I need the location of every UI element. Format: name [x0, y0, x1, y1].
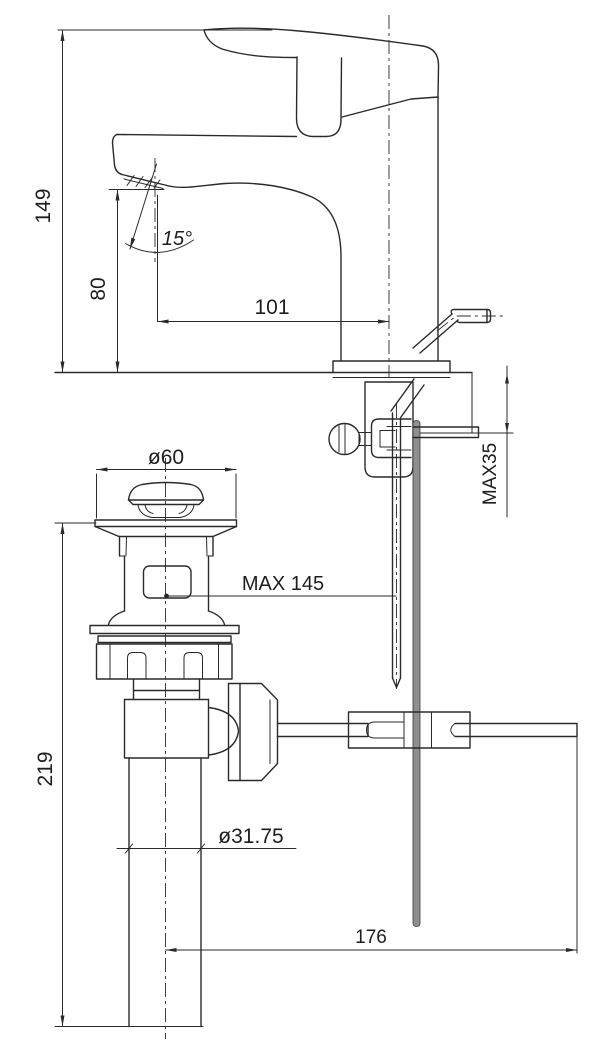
under-deck-mounting [328, 378, 480, 927]
bracket-inner-lines [379, 426, 412, 451]
dim-tailpipe-diameter: ø31.75 [116, 825, 297, 854]
dim-text-max145: MAX 145 [242, 573, 324, 595]
dim-max-deck-thickness: MAX35 [480, 365, 509, 518]
ball-socket-bulge [207, 706, 240, 756]
aerator-hatching [126, 175, 161, 189]
mounting-bracket [370, 418, 412, 459]
popup-plug [127, 481, 205, 518]
dim-text-80: 80 [87, 277, 110, 300]
dimension-annotations: 149 80 101 15° [32, 29, 578, 1027]
dim-text-219: 219 [34, 751, 57, 786]
dim-text-dia60: ø60 [148, 446, 184, 469]
dim-outlet-height: 80 [87, 189, 165, 373]
dim-text-176: 176 [355, 927, 387, 948]
faucet-body [111, 27, 492, 374]
dim-spout-reach: 101 [157, 194, 390, 324]
cartridge-housing [295, 56, 343, 138]
dim-text-max35: MAX35 [480, 443, 501, 505]
dim-rod-span: 176 [165, 736, 578, 954]
ball-rod-nut [227, 682, 279, 782]
mounting-deck [54, 371, 514, 434]
popup-drain-assembly [89, 481, 279, 1028]
popup-linkage [276, 711, 578, 749]
dim-stream-angle: 15° [125, 163, 194, 253]
dim-text-149: 149 [32, 188, 55, 223]
drain-upper-body [118, 535, 214, 612]
dim-text-15deg: 15° [162, 228, 192, 250]
base-escutcheon [332, 360, 451, 374]
dim-text-101: 101 [254, 296, 289, 319]
dim-text-dia3175: ø31.75 [218, 825, 283, 848]
handle-top-edge [203, 27, 440, 98]
handle-underside [203, 29, 298, 59]
overflow-window [142, 565, 192, 599]
body-underside-curve [166, 182, 342, 362]
pivot-strap-rod [412, 420, 421, 927]
handle-body-seam [341, 96, 439, 118]
dim-plug-diameter: ø60 [96, 446, 237, 519]
lift-rod [391, 412, 402, 689]
horizontal-rod-right [454, 722, 578, 738]
dim-drain-height: 219 [34, 522, 204, 1027]
dim-overall-height: 149 [32, 29, 273, 373]
clamp-bolt [328, 422, 372, 456]
drain-locknut-stack [89, 610, 240, 680]
mounting-plate [412, 426, 480, 439]
popup-lever-rod [412, 308, 492, 354]
horizontal-ball-rod [276, 722, 369, 738]
drain-lower-body [123, 678, 240, 1028]
threaded-shank [364, 381, 414, 478]
adjustment-clamp [347, 711, 471, 749]
tailpipe [128, 757, 202, 1028]
spout-left-edge [111, 133, 123, 176]
lever-rod-diagonal [390, 378, 425, 418]
aerator-face [121, 173, 168, 187]
spout-top-edge [116, 133, 298, 138]
dim-lift-rod-max: MAX 145 [164, 573, 397, 599]
